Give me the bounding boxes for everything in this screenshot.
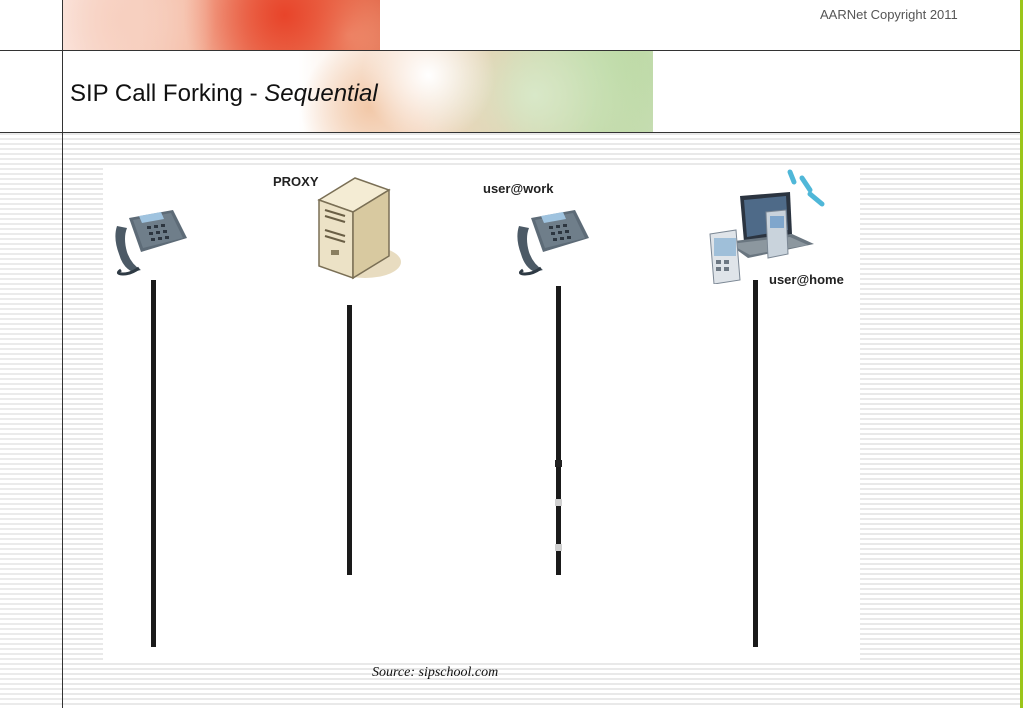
banner-image-main	[62, 51, 653, 132]
horizontal-rule-bottom	[0, 132, 1023, 133]
proxy-label: PROXY	[273, 174, 319, 189]
home-label: user@home	[769, 272, 844, 287]
desk-phone-icon	[517, 210, 589, 276]
home-lifeline	[753, 280, 758, 647]
laptop-pda-icon	[709, 169, 825, 284]
vertical-rule	[62, 0, 63, 708]
source-credit: Source: sipschool.com	[372, 665, 499, 680]
banner-image-top	[62, 0, 380, 50]
sequence-diagram: PROXY user@work	[103, 168, 860, 663]
slide-title: SIP Call Forking - Sequential	[70, 80, 378, 108]
copyright-text: AARNet Copyright 2011	[820, 7, 958, 22]
lifeline-marker	[555, 499, 562, 506]
caller-lifeline	[151, 280, 156, 647]
work-lifeline	[556, 286, 561, 575]
desk-phone-icon	[115, 210, 187, 276]
horizontal-rule-top	[0, 50, 1023, 51]
server-icon	[317, 177, 401, 280]
title-italic: Sequential	[264, 80, 378, 107]
proxy-lifeline	[347, 305, 352, 575]
title-main: SIP Call Forking -	[70, 80, 265, 107]
lifeline-marker	[555, 544, 562, 551]
lifeline-marker	[555, 460, 562, 467]
work-label: user@work	[483, 181, 554, 196]
right-accent-border	[1020, 0, 1023, 708]
